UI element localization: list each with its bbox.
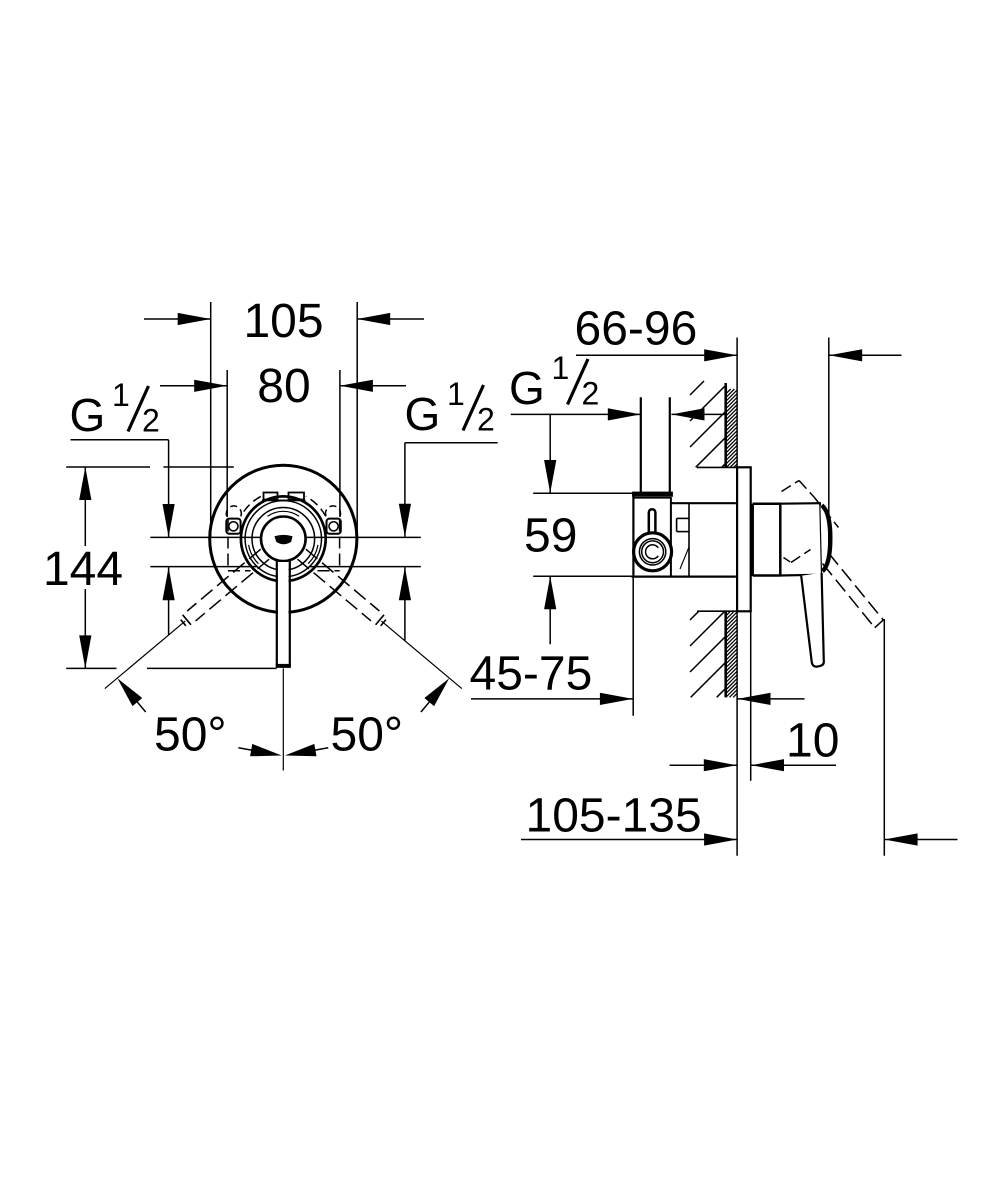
svg-text:2: 2 xyxy=(142,403,160,439)
svg-text:G: G xyxy=(405,388,441,440)
svg-text:80: 80 xyxy=(257,360,310,413)
svg-text:G: G xyxy=(70,389,106,441)
svg-text:50°: 50° xyxy=(331,708,404,761)
svg-text:G: G xyxy=(509,362,545,414)
svg-text:1: 1 xyxy=(112,377,130,413)
svg-text:59: 59 xyxy=(524,510,577,563)
svg-text:50°: 50° xyxy=(154,708,227,761)
svg-text:1: 1 xyxy=(552,350,570,386)
svg-text:2: 2 xyxy=(582,376,600,412)
svg-text:45-75: 45-75 xyxy=(470,648,593,701)
svg-text:105: 105 xyxy=(243,295,323,348)
svg-text:1: 1 xyxy=(447,376,465,412)
svg-text:66-96: 66-96 xyxy=(575,303,698,356)
svg-text:105-135: 105-135 xyxy=(526,790,702,843)
svg-text:2: 2 xyxy=(477,402,495,438)
svg-text:144: 144 xyxy=(43,543,123,596)
svg-text:10: 10 xyxy=(786,715,839,768)
